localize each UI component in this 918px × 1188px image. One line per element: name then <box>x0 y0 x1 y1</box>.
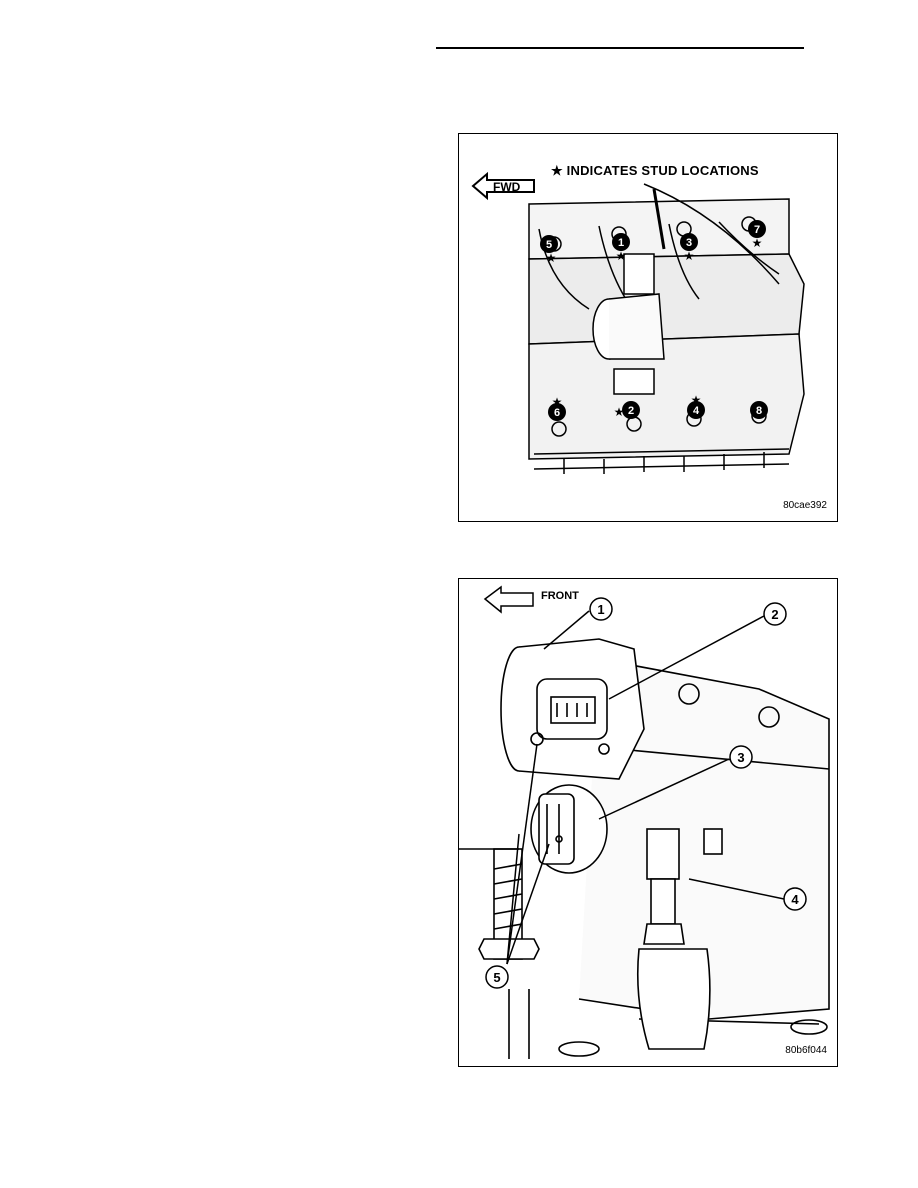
bolt-number-3: 3 <box>686 237 692 249</box>
fwd-label: FWD <box>493 180 521 194</box>
stud-legend: ★ INDICATES STUD LOCATIONS <box>551 163 759 179</box>
bolt-number-8: 8 <box>756 405 762 417</box>
svg-text:★: ★ <box>616 249 627 263</box>
figure-throttle-body-sensors: 1 2 3 4 5 FRONT 80b6f044 <box>458 578 838 1067</box>
manifold-illustration: FWD <box>471 171 805 474</box>
svg-text:★: ★ <box>752 236 763 250</box>
figure-id: 80cae392 <box>783 500 827 511</box>
callout-4: 4 <box>791 892 799 907</box>
fwd-arrow-icon <box>471 171 535 201</box>
svg-text:★: ★ <box>614 405 625 419</box>
stud-star-icons: ★ ★ ★ ★ ★ ★ ★ <box>546 236 763 419</box>
bolt-number-6: 6 <box>554 407 560 419</box>
front-label: FRONT <box>541 590 579 602</box>
front-arrow-icon <box>483 585 534 614</box>
bolt-number-1: 1 <box>618 237 624 249</box>
callout-1: 1 <box>597 602 604 617</box>
callout-2: 2 <box>771 607 778 622</box>
svg-text:★: ★ <box>546 251 557 265</box>
throttle-body-illustration: 1 2 3 4 5 <box>459 585 830 1059</box>
bolt-number-5: 5 <box>546 239 552 251</box>
callout-3: 3 <box>737 750 744 765</box>
bolt-number-2: 2 <box>628 405 634 417</box>
header-rule <box>436 47 804 49</box>
legend-text: INDICATES STUD LOCATIONS <box>566 163 759 178</box>
figure-id: 80b6f044 <box>785 1045 827 1056</box>
callout-5: 5 <box>493 970 500 985</box>
bolt-number-4: 4 <box>693 405 700 417</box>
svg-text:★: ★ <box>691 393 702 407</box>
svg-text:★: ★ <box>684 249 695 263</box>
star-icon: ★ <box>551 163 563 178</box>
bolt-number-7: 7 <box>754 224 760 236</box>
figure-intake-manifold-sequence: FWD <box>458 133 838 522</box>
bolt-sequence-markers: 1 2 3 4 5 6 7 8 ★ ★ ★ ★ ★ ★ ★ <box>540 220 768 421</box>
svg-text:★: ★ <box>552 395 563 409</box>
